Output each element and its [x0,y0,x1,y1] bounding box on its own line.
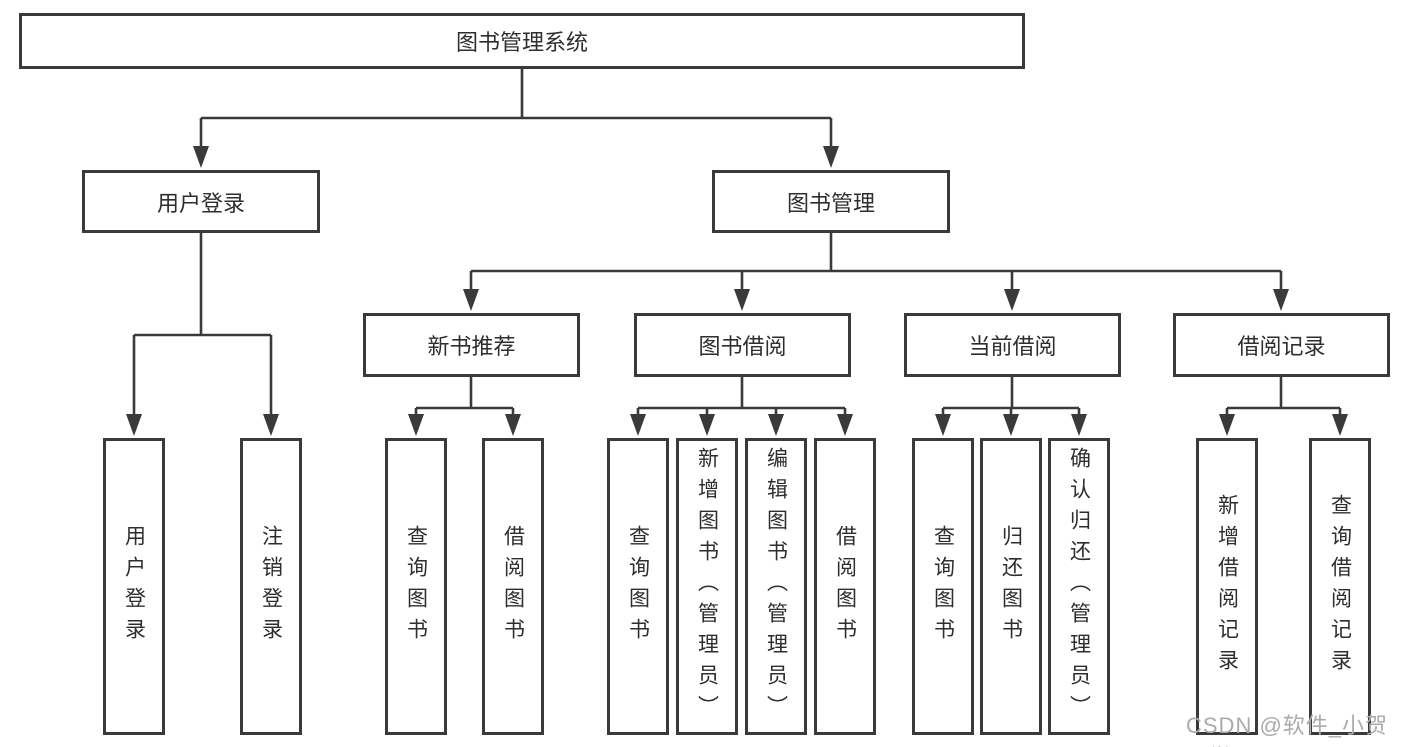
leaf-add-borrow-record-label: 新增借阅记录 [1215,493,1239,680]
node-user-login: 用户登录 [82,170,320,233]
leaf-user-login-label: 用户登录 [122,524,146,649]
node-book-borrow: 图书借阅 [634,313,851,377]
leaf-query-books-borrow-label: 查询图书 [626,524,650,649]
leaf-query-borrow-record-label: 查询借阅记录 [1328,493,1352,680]
connector-current-borrow-to-leaves [941,377,1081,418]
node-user-login-label: 用户登录 [156,190,245,216]
connector-book-borrow-to-leaves [636,377,847,418]
leaf-query-books-current-label: 查询图书 [931,524,955,649]
leaf-borrow-books-recommend: 借阅图书 [482,438,544,735]
leaf-confirm-return-admin: 确认归还（管理员） [1048,438,1110,735]
leaf-logout: 注销登录 [240,438,302,735]
leaf-edit-book-admin: 编辑图书（管理员） [745,438,807,735]
node-root-label: 图书管理系统 [455,30,588,55]
leaf-borrow-books: 借阅图书 [814,438,876,735]
leaf-user-login: 用户登录 [103,438,165,735]
leaf-query-books-borrow: 查询图书 [607,438,669,735]
node-borrow-records-label: 借阅记录 [1237,334,1326,359]
node-book-management-label: 图书管理 [786,190,875,216]
leaf-edit-book-admin-label: 编辑图书（管理员） [764,447,788,726]
leaf-add-book-admin: 新增图书（管理员） [676,438,738,735]
node-new-book-recommend-label: 新书推荐 [427,334,516,359]
leaf-query-books-recommend-label: 查询图书 [404,524,428,649]
node-current-borrow-label: 当前借阅 [968,334,1057,359]
leaf-borrow-books-recommend-label: 借阅图书 [501,524,525,649]
node-borrow-records: 借阅记录 [1173,313,1390,377]
connector-user-login-to-leaves [132,233,273,418]
connector-records-to-leaves [1225,377,1342,418]
leaf-add-book-admin-label: 新增图书（管理员） [695,447,719,726]
leaf-logout-label: 注销登录 [259,524,283,649]
node-book-borrow-label: 图书借阅 [698,334,787,359]
node-root-library-system: 图书管理系统 [19,13,1025,69]
leaf-return-book-label: 归还图书 [999,524,1023,649]
node-current-borrow: 当前借阅 [904,313,1121,377]
connector-new-book-to-leaves [414,377,515,418]
leaf-add-borrow-record: 新增借阅记录 [1196,438,1258,735]
leaf-confirm-return-admin-label: 确认归还（管理员） [1067,447,1091,726]
connector-book-mgmt-to-level3 [469,233,1283,292]
node-new-book-recommend: 新书推荐 [363,313,580,377]
leaf-return-book: 归还图书 [980,438,1042,735]
connector-root-to-level2 [199,69,833,150]
node-book-management: 图书管理 [712,170,950,233]
leaf-query-books-current: 查询图书 [912,438,974,735]
leaf-query-books-recommend: 查询图书 [385,438,447,735]
leaf-borrow-books-label: 借阅图书 [833,524,857,649]
leaf-query-borrow-record: 查询借阅记录 [1309,438,1371,735]
csdn-watermark: CSDN @软件_小贺同学 [1186,713,1389,747]
